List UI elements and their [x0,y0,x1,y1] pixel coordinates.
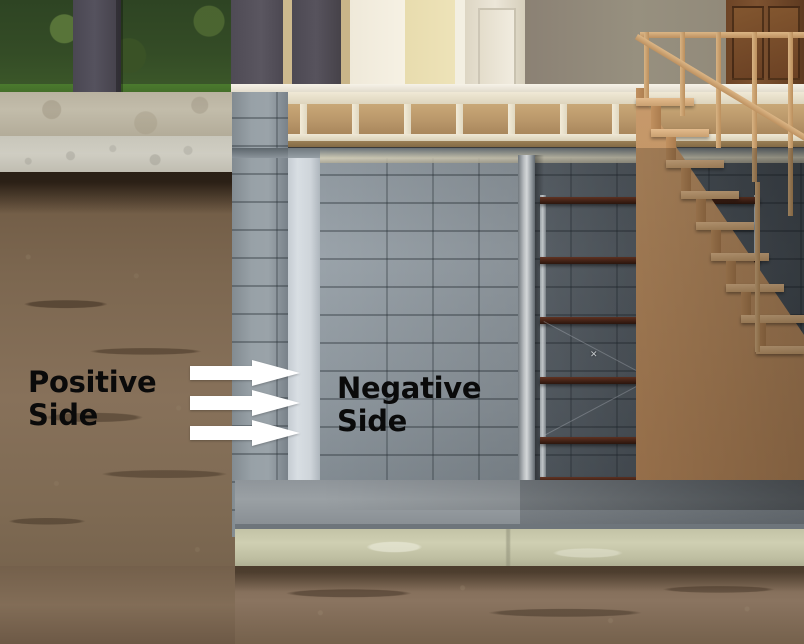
stair-tread [651,129,709,137]
corner-pipe-column [518,155,535,490]
joist-bottom-plate [276,134,804,141]
door-jamb-left [283,0,292,92]
sill-plate [276,141,804,147]
water-pressure-arrow-1 [190,360,300,386]
interior-baseboard [231,84,804,92]
water-pressure-arrow-3 [190,420,300,446]
stair-tread [636,98,694,106]
exterior-column-shadow [116,0,123,92]
stair-tread [711,253,769,261]
storage-shelving-unit-left: ✕ [540,195,653,485]
shelf-board [540,317,650,324]
gravel-texture [0,136,235,172]
floor-joist [404,104,411,134]
basement-wall-mortar-course [320,158,804,163]
floor-joist [456,104,463,134]
backfill-soil-lower [0,566,235,644]
interior-dark-column-right [291,0,341,92]
stair-tread [666,160,724,168]
wall-cut-top-shadow [232,148,288,158]
stair-tread [756,346,804,354]
stair-rail-top [640,32,804,38]
shelf-post [540,195,546,485]
interior-dark-column-left [231,0,291,92]
basement-floor-slab [235,480,804,528]
upper-fill-texture [0,92,235,136]
cabinet-panel-left [732,6,764,80]
shelf-board [540,257,650,264]
floor-joist [508,104,515,134]
subgrade-soil [235,566,804,644]
floor-joist [560,104,567,134]
wall-cut-top-edge [288,148,320,158]
stair-riser [726,261,736,284]
stair-riser [681,168,691,191]
water-pressure-arrow-2 [190,390,300,416]
exterior-column [73,0,121,92]
shelf-board [540,377,650,384]
stair-baluster [680,32,685,116]
shelf-board [540,437,650,444]
floor-joist [300,104,307,134]
corner-pipe-shadow [535,155,544,490]
stair-riser [651,106,661,129]
stair-tread [681,191,739,199]
interior-door-panel [478,8,516,90]
shelf-cross-brace [544,377,653,436]
stair-baluster [644,32,649,98]
floor-joist [612,104,619,134]
slab-edge-line [235,524,804,529]
cmu-foundation-wall [232,92,288,537]
cabinet-panel-right [768,6,800,80]
interior-doorway-opening [350,0,405,92]
shelf-board [540,197,650,204]
stair-riser [711,230,721,253]
wall-cut-section-face [288,148,320,537]
basement-floor-shadow [520,480,804,528]
negative-side-label: Negative Side [337,371,482,438]
basement-wall-top-band [320,148,804,158]
upper-fill-stratum [0,92,235,136]
stair-tread [741,315,804,323]
stair-newel-post [755,182,760,352]
stair-baluster [716,32,721,148]
concrete-footing-texture [235,529,804,569]
shelf-brace-joint-icon: ✕ [590,349,598,359]
door-jamb-right [341,0,350,92]
subfloor [276,92,804,104]
stair-riser [696,199,706,222]
interior-door-frame [455,0,465,96]
floor-joist [352,104,359,134]
subgrade-soil-texture [235,566,804,644]
positive-side-label: Positive Side [28,365,157,432]
stair-tread [696,222,754,230]
stair-baluster [788,32,793,216]
stair-riser [741,292,751,315]
stair-riser [666,137,676,160]
stair-riser [636,88,646,98]
stair-riser [756,323,766,346]
